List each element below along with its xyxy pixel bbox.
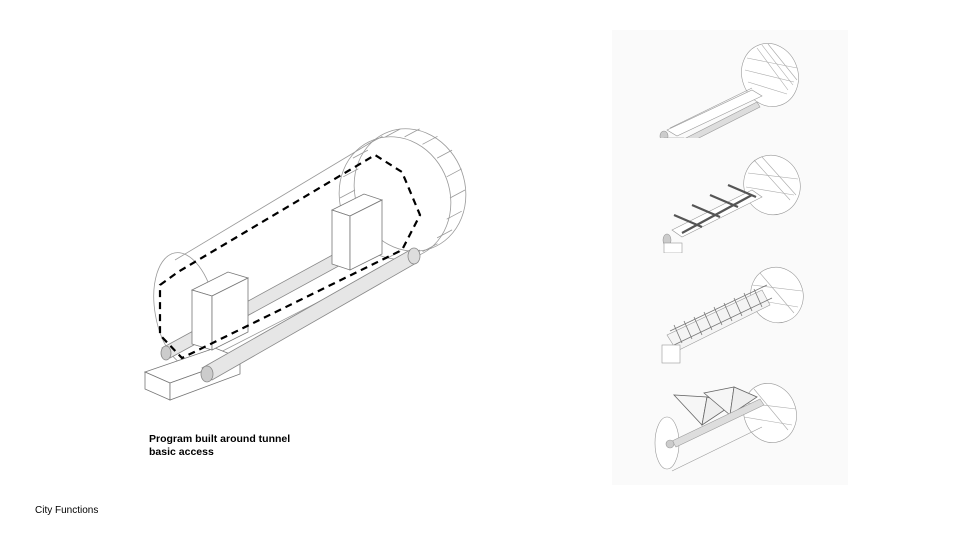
thumbnail-basic-access [659, 43, 799, 138]
caption-line-1: Program built around tunnel [149, 433, 291, 445]
thumbnail-panel [612, 30, 848, 485]
footer-label: City Functions [35, 505, 99, 516]
program-block-back [330, 193, 384, 271]
pipe-front [200, 247, 421, 383]
thumbnail-dense-program [661, 266, 804, 364]
program-block-front [190, 271, 250, 351]
caption-line-2: basic access [149, 446, 214, 458]
thumbnail-bridge-beams [662, 154, 801, 253]
diagram-caption: Program built around tunnel basic access [149, 433, 290, 459]
tunnel-main-diagram [143, 128, 467, 401]
thumbnail-canopy-structures [654, 383, 797, 472]
program-boundary-dashed [158, 153, 422, 360]
